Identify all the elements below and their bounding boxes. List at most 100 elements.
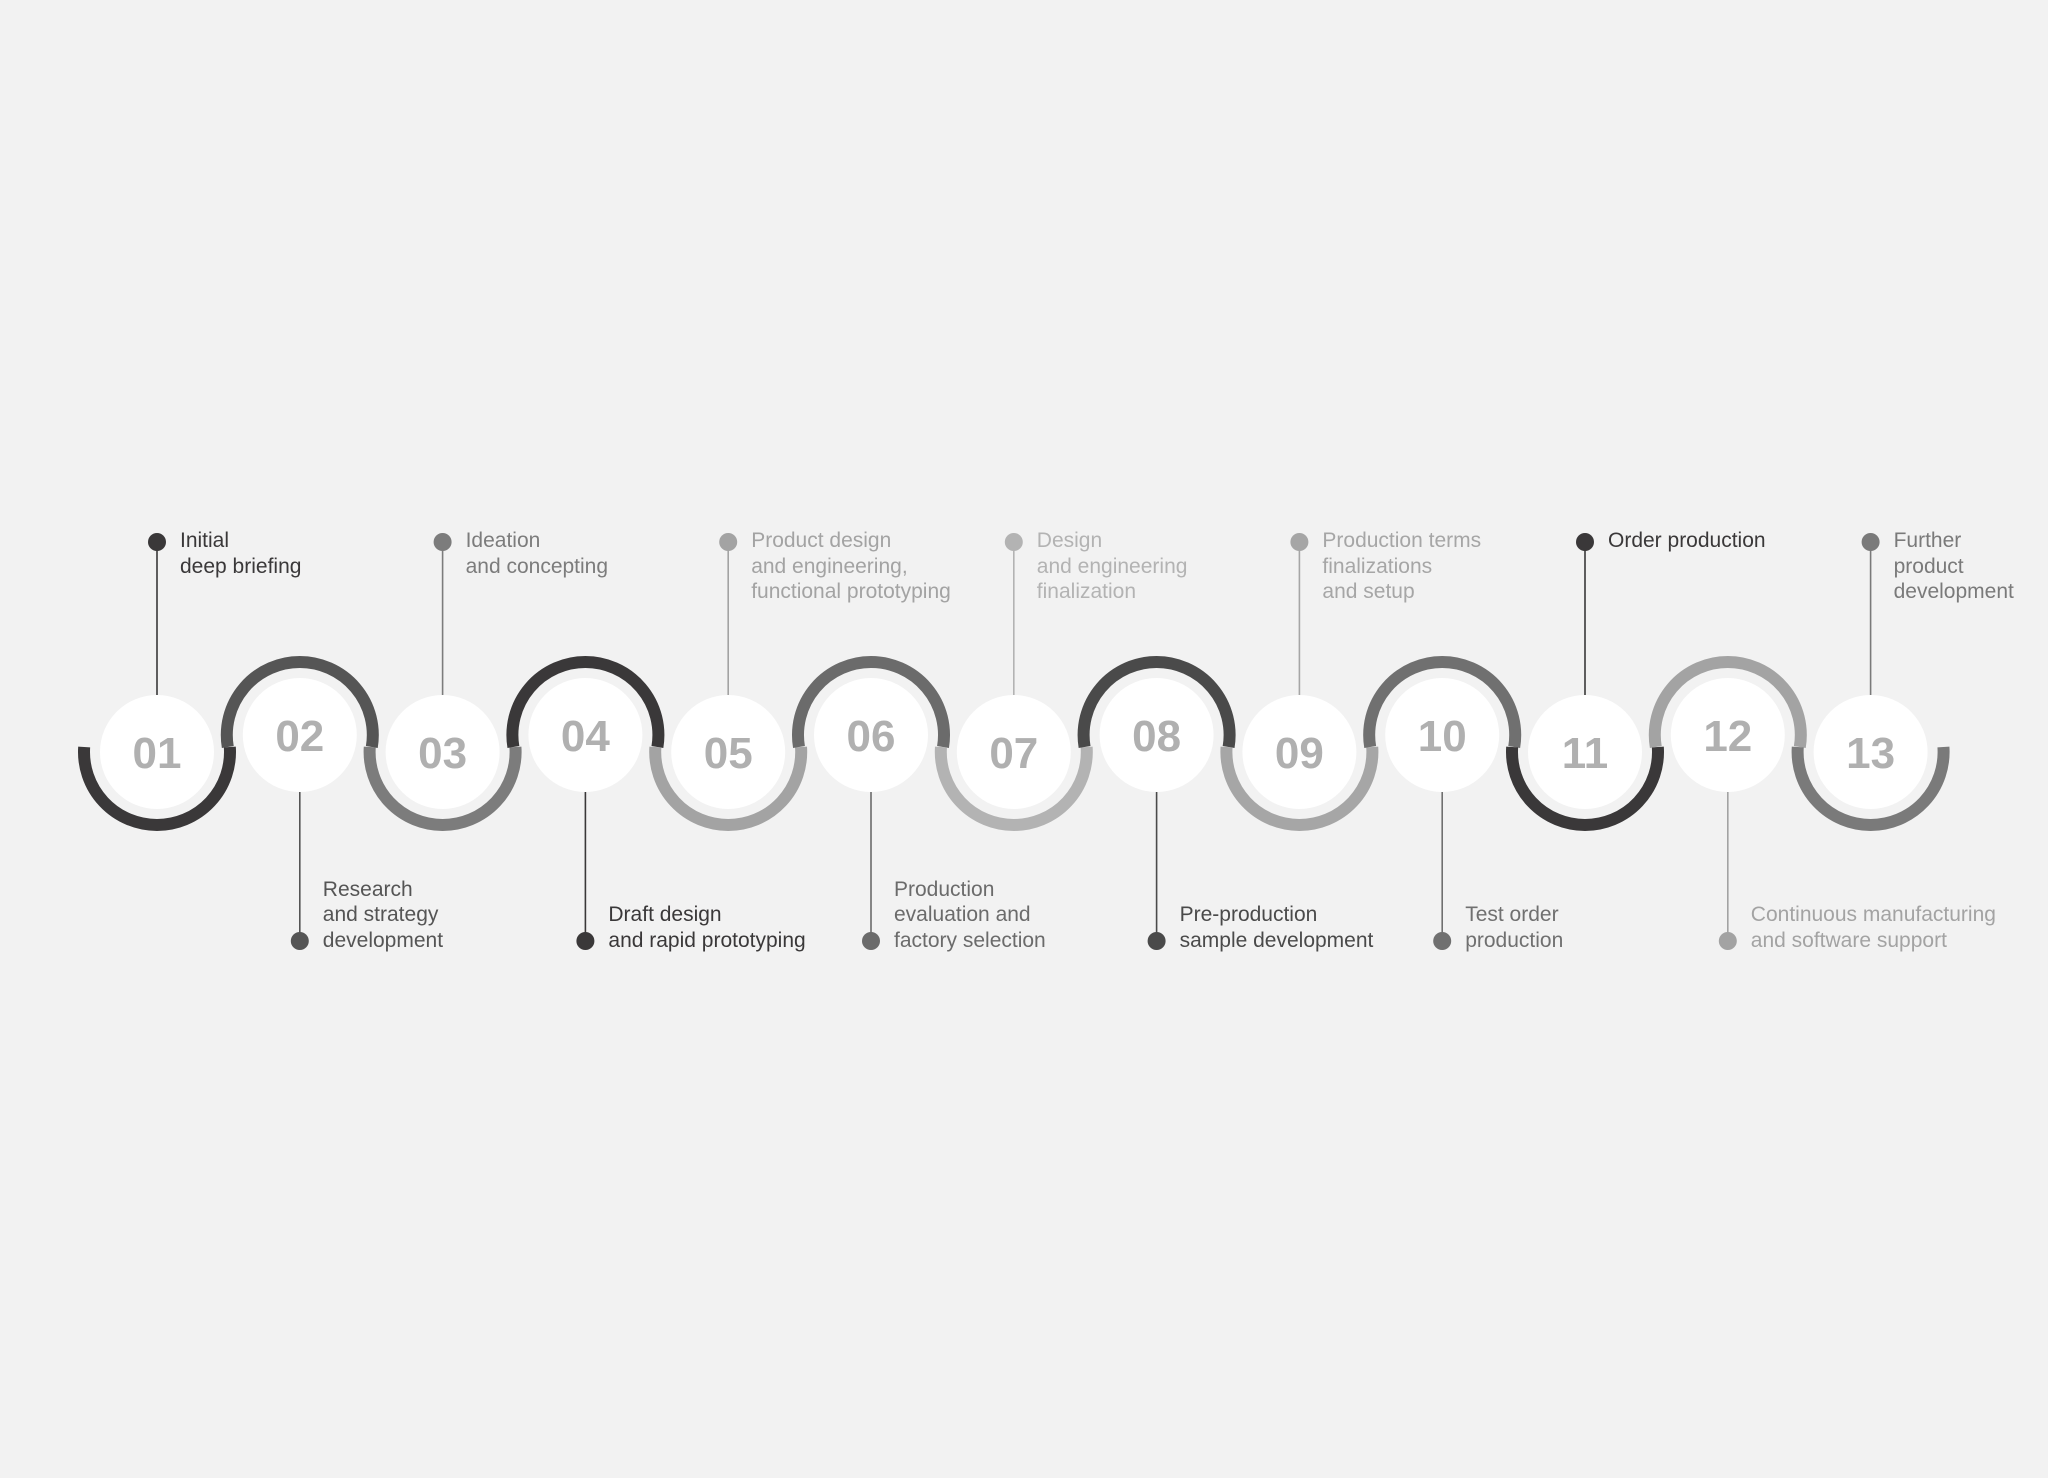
step-label-line: functional prototyping bbox=[751, 580, 951, 603]
step-label-line: production bbox=[1465, 928, 1564, 952]
step-disc-10 bbox=[1385, 678, 1500, 792]
step-label-line: and strategy bbox=[322, 903, 439, 926]
step-ring-01 bbox=[78, 746, 236, 831]
step-ring-11 bbox=[1506, 746, 1664, 831]
step-ring-10 bbox=[1363, 656, 1522, 748]
step-ring-07 bbox=[934, 746, 1093, 831]
ring-layer bbox=[78, 656, 1950, 831]
step-dot-09 bbox=[1290, 533, 1309, 551]
step-number-01: 01 bbox=[133, 729, 182, 778]
step-ring-03 bbox=[363, 746, 522, 831]
step-ring-04 bbox=[506, 656, 665, 748]
step-label-line: and setup bbox=[1322, 580, 1415, 603]
step-disc-09 bbox=[1242, 695, 1357, 809]
step-dot-04 bbox=[576, 932, 595, 950]
step-dot-10 bbox=[1433, 932, 1452, 950]
step-dot-03 bbox=[433, 533, 452, 551]
step-number-13: 13 bbox=[1846, 729, 1895, 778]
step-label-line: and software support bbox=[1750, 928, 1947, 952]
step-disc-12 bbox=[1670, 678, 1785, 792]
step-label-line: Design bbox=[1036, 529, 1103, 552]
step-ring-06 bbox=[792, 656, 950, 748]
step-disc-06 bbox=[814, 678, 928, 792]
step-number-02: 02 bbox=[275, 712, 324, 761]
step-label-line: Product design bbox=[751, 529, 892, 552]
step-number-09: 09 bbox=[1275, 729, 1324, 778]
step-ring-05 bbox=[649, 746, 808, 831]
step-dot-13 bbox=[1861, 533, 1880, 551]
step-label-line: Production bbox=[894, 877, 995, 901]
connector-layer bbox=[148, 533, 1880, 950]
step-number-12: 12 bbox=[1703, 712, 1752, 761]
step-label-line: Pre-production bbox=[1179, 903, 1318, 926]
step-ring-09 bbox=[1220, 746, 1379, 831]
step-number-08: 08 bbox=[1132, 712, 1181, 761]
step-dot-05 bbox=[719, 533, 738, 551]
step-ring-02 bbox=[220, 656, 379, 748]
step-label-line: finalization bbox=[1036, 580, 1137, 603]
step-disc-02 bbox=[242, 678, 357, 792]
step-disc-07 bbox=[956, 695, 1071, 809]
step-label-line: deep briefing bbox=[180, 554, 302, 578]
step-number-05: 05 bbox=[704, 729, 753, 778]
step-disc-05 bbox=[671, 695, 786, 809]
step-disc-13 bbox=[1813, 695, 1928, 809]
step-label-line: sample development bbox=[1179, 928, 1374, 952]
step-label-line: and engineering bbox=[1036, 554, 1188, 578]
step-dot-07 bbox=[1004, 533, 1023, 551]
step-disc-11 bbox=[1528, 695, 1642, 809]
step-ring-12 bbox=[1648, 656, 1807, 748]
step-label-line: and engineering, bbox=[751, 554, 908, 578]
step-label-line: Ideation bbox=[465, 529, 541, 552]
step-label-line: and rapid prototyping bbox=[608, 928, 806, 952]
step-label-line: Research bbox=[322, 877, 413, 901]
step-number-10: 10 bbox=[1418, 712, 1467, 761]
step-disc-03 bbox=[385, 695, 500, 809]
step-dot-08 bbox=[1147, 932, 1166, 950]
step-label-line: development bbox=[322, 928, 444, 952]
step-label-line: Production terms bbox=[1322, 529, 1482, 552]
step-label-11: Order production bbox=[1608, 528, 1766, 554]
step-number-04: 04 bbox=[561, 712, 610, 761]
step-number-11: 11 bbox=[1562, 729, 1609, 778]
step-ring-13 bbox=[1791, 746, 1950, 831]
step-disc-08 bbox=[1099, 678, 1214, 792]
step-label-line: product bbox=[1893, 554, 1964, 578]
step-label-line: Order production bbox=[1608, 529, 1766, 552]
step-label-line: Draft design bbox=[608, 903, 722, 926]
step-ring-08 bbox=[1077, 656, 1236, 748]
step-number-03: 03 bbox=[418, 729, 467, 778]
step-disc-04 bbox=[528, 678, 643, 792]
step-label-line: finalizations bbox=[1322, 554, 1433, 578]
step-dot-12 bbox=[1718, 932, 1737, 950]
step-dot-06 bbox=[862, 932, 880, 950]
step-label-line: development bbox=[1893, 580, 2014, 603]
step-dot-11 bbox=[1576, 533, 1594, 551]
disc-layer: 01 02 03 04 05 06 07 08 09 10 11 12 13 bbox=[100, 678, 1928, 809]
step-disc-01 bbox=[100, 695, 214, 809]
step-label-line: Further bbox=[1893, 529, 1962, 552]
step-label-line: evaluation and bbox=[894, 903, 1031, 926]
step-label-line: Initial bbox=[180, 529, 230, 552]
step-dot-02 bbox=[290, 932, 309, 950]
step-label-line: Test order bbox=[1465, 903, 1559, 926]
step-label-line: Continuous manufacturing bbox=[1750, 903, 1996, 926]
step-number-06: 06 bbox=[847, 712, 896, 761]
step-number-07: 07 bbox=[989, 729, 1038, 778]
step-label-line: and concepting bbox=[465, 554, 609, 578]
step-dot-01 bbox=[148, 533, 166, 551]
